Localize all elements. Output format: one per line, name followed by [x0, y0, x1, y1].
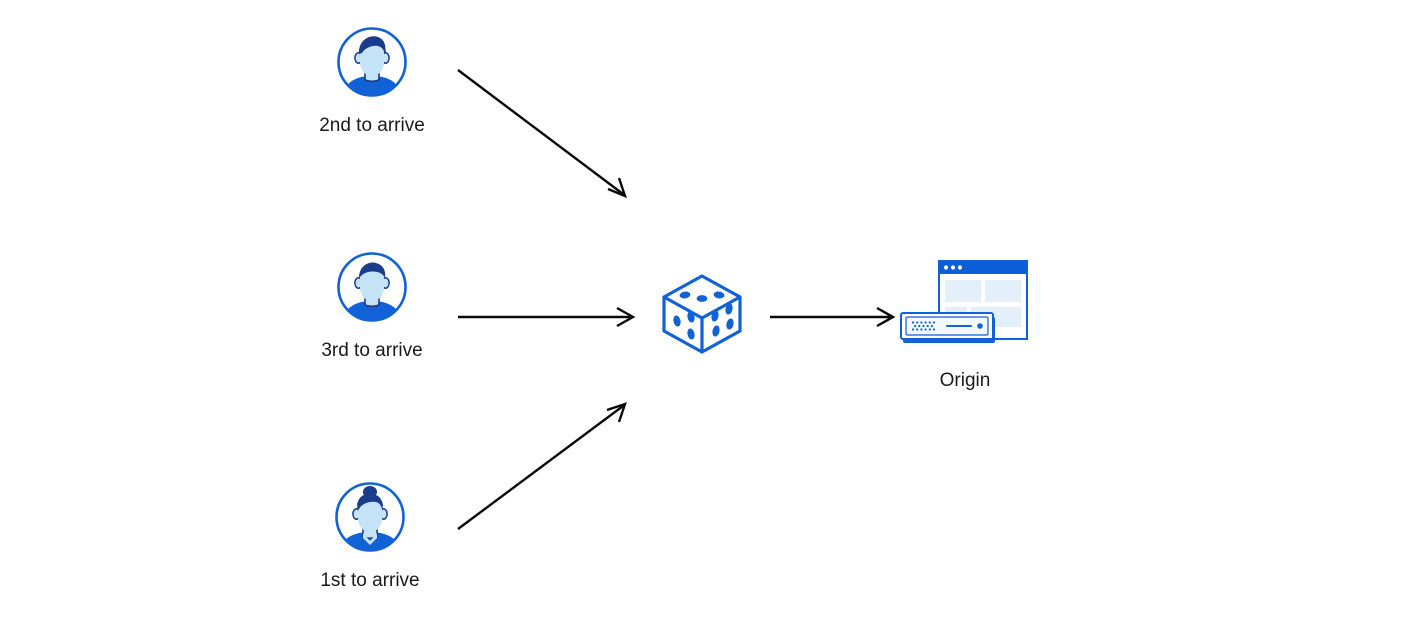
server-device-icon	[900, 312, 995, 343]
user-avatar-icon	[335, 482, 405, 552]
user-avatar-icon	[337, 27, 407, 97]
origin-server-icon	[900, 260, 1028, 343]
client-label-3rd: 3rd to arrive	[321, 340, 423, 361]
dice-icon	[662, 274, 742, 354]
client-node-1st[interactable]: 1st to arrive	[250, 481, 490, 593]
origin-label: Origin	[939, 370, 991, 391]
client-node-3rd[interactable]: 3rd to arrive	[252, 251, 492, 363]
randomizer-node[interactable]	[642, 268, 762, 360]
client-label-2nd: 2nd to arrive	[319, 115, 425, 136]
origin-node[interactable]: Origin	[855, 255, 1075, 393]
client-node-2nd[interactable]: 2nd to arrive	[252, 26, 492, 138]
client-label-1st: 1st to arrive	[320, 570, 420, 591]
user-avatar-icon	[337, 252, 407, 322]
